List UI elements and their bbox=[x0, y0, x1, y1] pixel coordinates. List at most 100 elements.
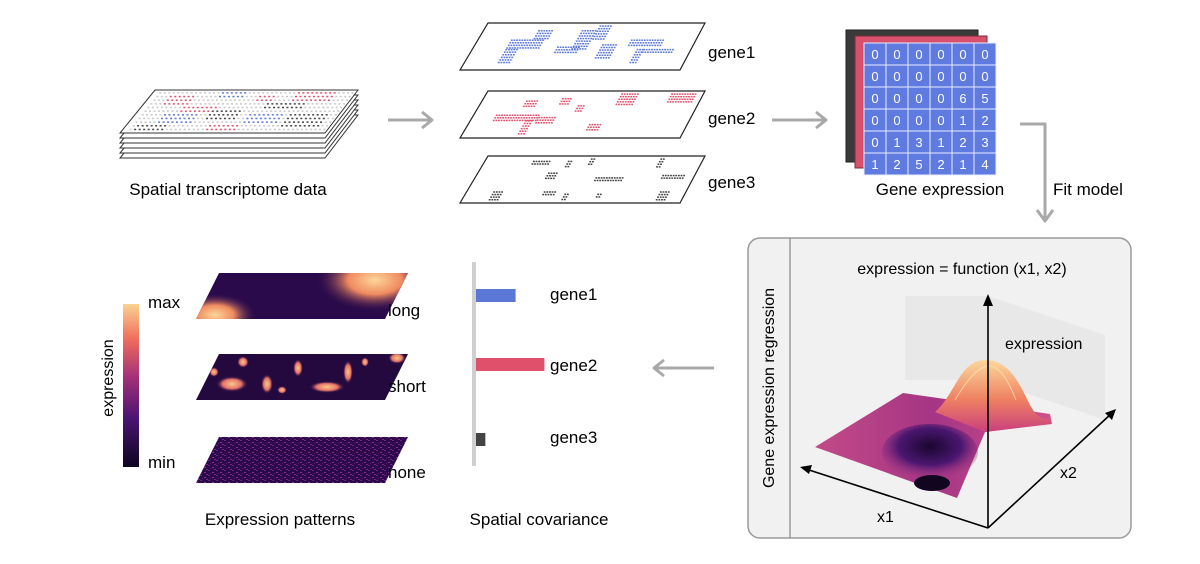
spot bbox=[595, 177, 598, 179]
spot bbox=[156, 117, 159, 120]
spot bbox=[580, 105, 583, 107]
spot bbox=[306, 121, 309, 123]
spot bbox=[150, 103, 153, 105]
spot bbox=[154, 114, 157, 116]
spot bbox=[598, 27, 600, 30]
spot bbox=[503, 56, 506, 59]
spot bbox=[668, 177, 671, 179]
spot bbox=[600, 51, 603, 54]
spot bbox=[159, 125, 162, 127]
spot bbox=[267, 125, 270, 127]
spot bbox=[251, 128, 254, 131]
spot bbox=[341, 99, 344, 101]
spot bbox=[177, 125, 180, 127]
spot bbox=[137, 125, 140, 127]
spot bbox=[646, 51, 649, 53]
spot bbox=[669, 101, 672, 103]
spot bbox=[198, 110, 201, 112]
spot bbox=[171, 110, 174, 112]
spot bbox=[298, 103, 301, 105]
spot bbox=[641, 48, 644, 51]
spot bbox=[575, 46, 578, 48]
spot bbox=[223, 117, 226, 120]
spot bbox=[329, 92, 332, 94]
spot bbox=[662, 191, 665, 193]
spot bbox=[669, 48, 672, 51]
spot bbox=[657, 163, 660, 166]
spot bbox=[168, 125, 171, 127]
spot bbox=[612, 44, 615, 46]
spot bbox=[264, 106, 267, 109]
spot bbox=[598, 54, 601, 56]
spot bbox=[296, 99, 299, 101]
spot bbox=[156, 128, 159, 131]
spot bbox=[599, 193, 602, 196]
spot bbox=[680, 95, 683, 98]
spot bbox=[686, 98, 689, 101]
spot bbox=[226, 114, 229, 116]
spot bbox=[531, 163, 534, 165]
spot bbox=[146, 114, 149, 116]
spot bbox=[577, 105, 580, 107]
spot bbox=[652, 42, 655, 44]
spot bbox=[580, 32, 582, 35]
spot bbox=[170, 117, 173, 120]
arrow-to-gene-expression bbox=[772, 110, 828, 130]
spot bbox=[541, 32, 544, 35]
spot bbox=[664, 174, 667, 177]
spot bbox=[596, 179, 599, 182]
spot bbox=[619, 101, 622, 103]
spot bbox=[523, 133, 525, 135]
fit-model-arrow bbox=[1020, 122, 1055, 223]
spot bbox=[257, 121, 260, 123]
spot bbox=[561, 103, 564, 105]
spot bbox=[576, 42, 579, 45]
spot bbox=[269, 99, 272, 101]
spot bbox=[535, 122, 538, 124]
spot bbox=[189, 99, 192, 101]
spot bbox=[589, 35, 591, 37]
covariance-axis bbox=[472, 262, 476, 466]
spot bbox=[228, 106, 231, 109]
spot bbox=[229, 99, 232, 101]
spot bbox=[272, 106, 275, 109]
spot bbox=[498, 114, 501, 116]
spot bbox=[543, 116, 546, 119]
spot bbox=[307, 103, 310, 105]
spot bbox=[659, 196, 662, 198]
spot bbox=[488, 199, 491, 201]
spot bbox=[656, 166, 658, 168]
spot bbox=[611, 177, 614, 179]
spot bbox=[514, 114, 517, 116]
spot bbox=[641, 44, 643, 47]
spot bbox=[278, 128, 281, 131]
spot bbox=[637, 42, 640, 44]
spot bbox=[275, 92, 278, 94]
spot bbox=[582, 42, 584, 45]
spot bbox=[529, 114, 532, 116]
spot bbox=[534, 119, 537, 122]
spot bbox=[293, 121, 296, 123]
covariance-bar-gene2 bbox=[476, 358, 545, 371]
spot bbox=[602, 33, 605, 35]
spot bbox=[570, 46, 572, 48]
matrix-cell-value: 4 bbox=[981, 157, 988, 172]
spot bbox=[528, 100, 531, 102]
spot bbox=[243, 110, 246, 112]
spot bbox=[575, 40, 578, 42]
spot bbox=[152, 117, 155, 120]
spot bbox=[312, 125, 315, 127]
spot bbox=[248, 92, 251, 94]
spot bbox=[243, 121, 246, 123]
spot bbox=[270, 121, 273, 123]
spot bbox=[591, 129, 594, 131]
spot bbox=[627, 101, 630, 103]
spot bbox=[242, 128, 245, 131]
spot bbox=[153, 121, 156, 123]
spot bbox=[507, 44, 510, 47]
spot bbox=[190, 92, 193, 94]
spot bbox=[317, 125, 320, 127]
spot bbox=[492, 196, 495, 198]
spot bbox=[497, 61, 500, 64]
